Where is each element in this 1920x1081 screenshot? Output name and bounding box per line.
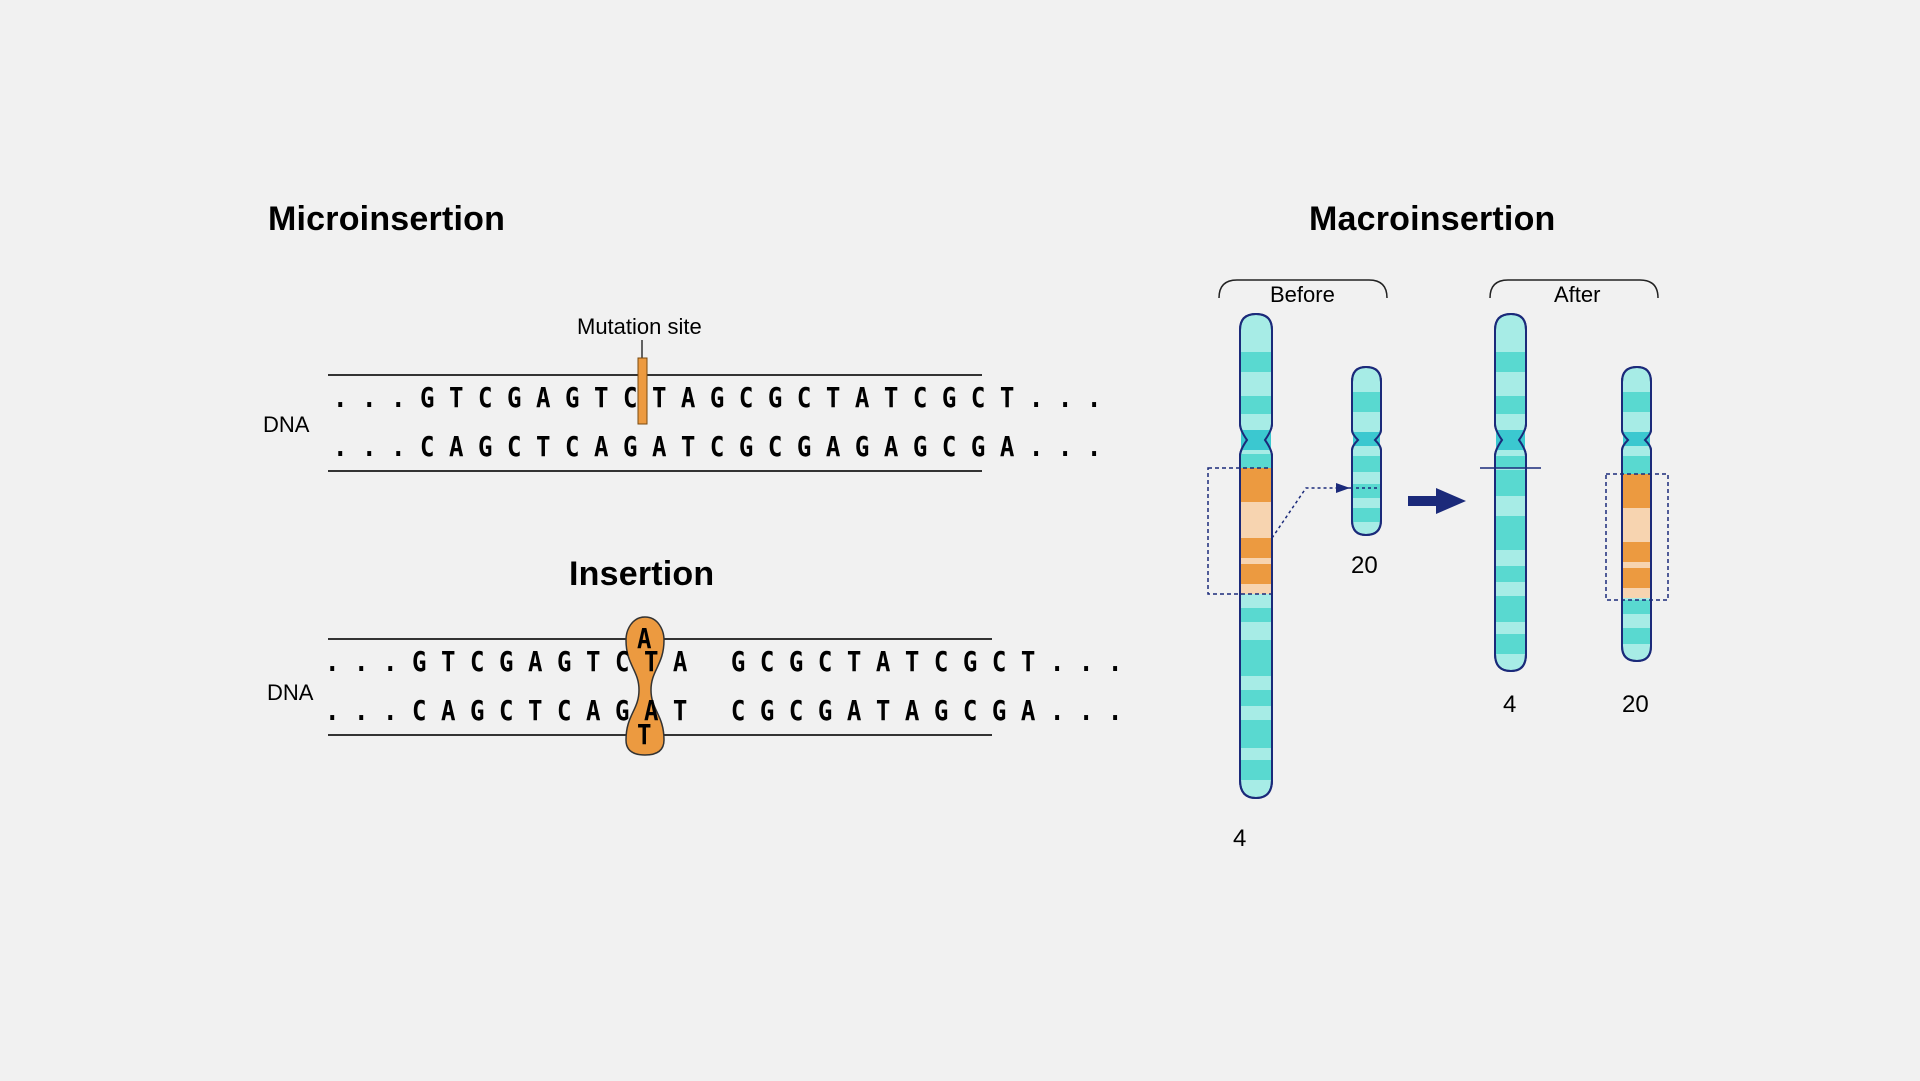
micro-top-strand: . . . G T C G A G T C T A G C G C T A T … [333,381,1102,414]
before-label: Before [1270,282,1335,307]
before-bracket [1218,279,1388,299]
after-segment-box [1605,473,1669,601]
dna-label-micro: DNA [263,412,310,437]
micro-top-rule [328,374,982,376]
before-chr4-number: 4 [1233,825,1247,852]
after-chromosome-4 [1494,312,1527,673]
before-segment-box [1207,467,1273,595]
inserted-base-pair [625,616,665,756]
microinsertion-title: Microinsertion [268,200,506,238]
insertion-title: Insertion [569,555,715,593]
after-chr4-number: 4 [1503,691,1517,718]
before-chromosome-4 [1239,312,1273,800]
dna-label-insertion: DNA [267,680,314,705]
inserted-base-bottom: T [637,718,652,751]
micro-bottom-strand: . . . C A G C T C A G A T C G C G A G A … [333,430,1102,463]
micro-bottom-rule [328,470,982,472]
inserted-base-top: A [637,622,652,655]
insertion-top-strand: . . . G T C G A G T C T A G C G C T A T … [325,645,1123,678]
mutation-site-marker [637,357,648,425]
connector-arrowhead [1336,483,1350,493]
after-bracket [1489,279,1659,299]
before-chr20-number: 20 [1351,552,1378,579]
after-chr20-number: 20 [1622,691,1649,718]
before-chromosome-20 [1351,365,1382,537]
after-chromosome-20 [1621,365,1652,663]
insertion-bottom-strand: . . . C A G C T C A G A T C G C G A T A … [325,694,1123,727]
macroinsertion-title: Macroinsertion [1309,200,1556,238]
after-label: After [1554,282,1601,307]
mutation-site-label: Mutation site [577,314,702,339]
transition-arrow-icon [1408,488,1466,514]
insertion-connector [1271,487,1350,539]
